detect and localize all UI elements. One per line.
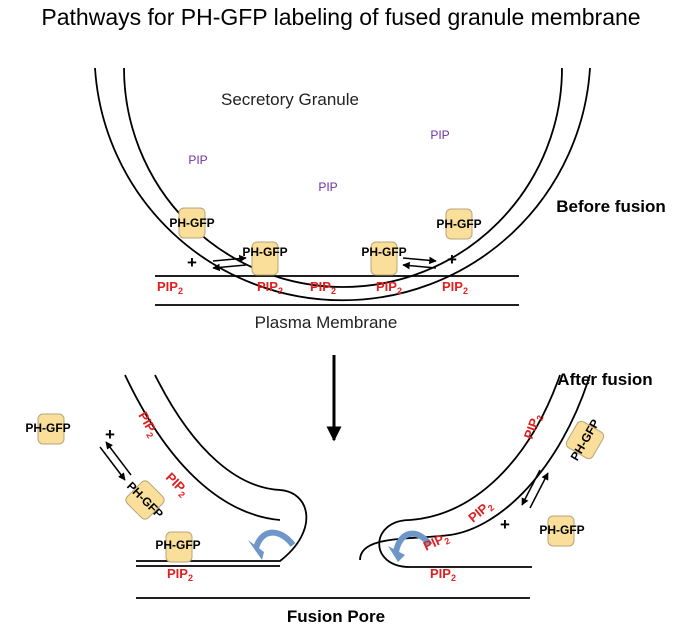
phgfp-label: PH-GFP (436, 217, 481, 231)
pip2-subscript: 2 (278, 286, 283, 296)
pip2-label: PIP2 (465, 497, 496, 527)
granule-outer-membrane (94, 67, 591, 302)
probe-box (125, 480, 165, 520)
granule-pip-label: PIP (188, 153, 207, 167)
before-fusion-label: Before fusion (556, 197, 666, 216)
curl-arrow-left (253, 529, 296, 550)
pip2-subscript: 2 (443, 535, 452, 546)
granule-inner-membrane (123, 67, 563, 288)
fused-outer-curve-right (409, 374, 561, 521)
probe-box (370, 241, 398, 276)
phgfp-free-left: PH-GFP (169, 207, 215, 239)
equilibrium-arrows-left (212, 254, 247, 272)
phgfp-label: PH-GFP (539, 523, 584, 537)
fused-membrane-left (124, 374, 530, 599)
pip2-base: PIP (430, 566, 451, 581)
pip2-base: PIP (167, 566, 188, 581)
pip2-label: PIP2 (421, 529, 452, 555)
pip2-subscript: 2 (463, 286, 468, 296)
plus-sign: + (500, 515, 510, 534)
figure-title: Pathways for PH-GFP labeling of fused gr… (41, 4, 640, 30)
pip2-label: PIP2 (442, 279, 468, 296)
pip2-subscript: 2 (397, 286, 402, 296)
plus-sign: + (105, 425, 115, 444)
pip2-base: PIP (521, 416, 542, 441)
secretory-granule: Secretory Granule PIP PIP PIP (94, 67, 591, 302)
probe-box (165, 531, 193, 563)
granule-pip-label: PIP (430, 128, 449, 142)
probe-box (37, 413, 65, 445)
pip2-base: PIP (157, 279, 178, 294)
curl-arrow-right (393, 530, 433, 553)
pip2-base: PIP (421, 531, 447, 554)
pip2-label: PIP2 (257, 279, 283, 296)
pip2-base: PIP (376, 279, 397, 294)
pip2-subscript: 2 (534, 414, 545, 422)
phgfp-label: PH-GFP (242, 245, 287, 259)
phgfp-bound-after-left-bottom: PH-GFP (155, 531, 201, 563)
phgfp-free-right: PH-GFP (436, 208, 482, 240)
equilibrium-arrows-right (402, 256, 437, 270)
pip2-label: PIP2 (161, 470, 191, 500)
phgfp-free-after-right: PH-GFP (539, 515, 585, 547)
secretory-granule-label: Secretory Granule (221, 90, 359, 109)
granule-pip-label: PIP (318, 180, 337, 194)
pip2-subscript: 2 (451, 573, 456, 583)
pip2-label: PIP2 (167, 566, 193, 583)
after-fusion-label: After fusion (557, 370, 652, 389)
equilibrium-arrows-after-left (99, 441, 132, 481)
phgfp-label: PH-GFP (169, 216, 214, 230)
pip2-subscript: 2 (176, 489, 187, 500)
fusion-pore-label: Fusion Pore (287, 607, 385, 626)
probe-box (178, 207, 206, 239)
fused-pore-curve-right (378, 519, 532, 568)
pip2-subscript: 2 (188, 573, 193, 583)
probe-box (251, 241, 279, 276)
phgfp-label: PH-GFP (361, 245, 406, 259)
phgfp-label: PH-GFP (25, 421, 70, 435)
pip2-base: PIP (257, 279, 278, 294)
phgfp-bound-after-right: PH-GFP (565, 417, 605, 463)
pip2-base: PIP (442, 279, 463, 294)
phgfp-bound-after-left: PH-GFP (124, 479, 166, 521)
phgfp-bound-right: PH-GFP (361, 241, 407, 276)
pip2-label: PIP2 (376, 279, 402, 296)
curl-arrow-right-head (388, 546, 405, 562)
plus-sign: + (447, 250, 457, 269)
probe-box (547, 515, 575, 547)
phgfp-label: PH-GFP (155, 538, 200, 552)
pip2-subscript: 2 (486, 502, 496, 513)
pip2-label: PIP2 (430, 566, 456, 583)
pip2-label: PIP2 (157, 279, 183, 296)
probe-box (565, 420, 605, 460)
fused-membrane-right (359, 374, 591, 568)
plasma-membrane-label: Plasma Membrane (255, 313, 398, 332)
phgfp-free-after-left: PH-GFP (25, 413, 71, 445)
equilibrium-arrows-after-right (521, 469, 549, 509)
pip2-subscript: 2 (178, 286, 183, 296)
plasma-membrane: Plasma Membrane (155, 275, 519, 332)
fused-outer-curve-left (124, 374, 281, 521)
pip2-label: PIP2 (310, 279, 336, 296)
probe-box (445, 208, 473, 240)
plus-sign: + (187, 253, 197, 272)
pip2-label: PIP2 (521, 411, 546, 441)
fused-pore-curve-right-top (359, 374, 591, 561)
pip2-base: PIP (310, 279, 331, 294)
curl-arrow-left-head (248, 540, 264, 560)
phgfp-bound-left: PH-GFP (242, 241, 288, 276)
pip2-subscript: 2 (331, 286, 336, 296)
fused-pore-curve-left (136, 374, 308, 562)
pip2-subscript: 2 (144, 431, 155, 440)
pip2-label: PIP2 (134, 409, 162, 440)
